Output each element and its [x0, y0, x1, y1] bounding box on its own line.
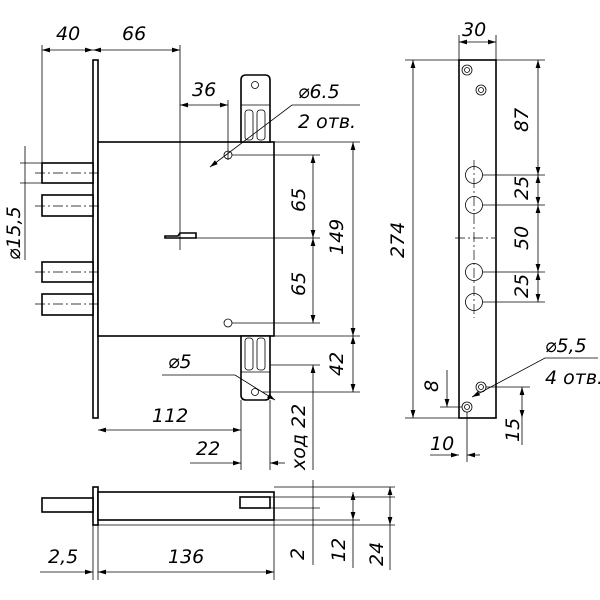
- side-hole-diameter: ⌀5,5: [545, 335, 587, 357]
- keyhole: [164, 232, 197, 239]
- bottom-view: 2,5 136 2 12 24: [40, 480, 395, 580]
- side-hole-count: 4 отв.: [545, 367, 600, 389]
- bolt-diameter: ⌀15,5: [3, 206, 25, 260]
- dim-40: 40: [56, 23, 80, 45]
- lock-body: [97, 141, 275, 337]
- hole-top-count: 2 отв.: [298, 111, 356, 133]
- hole-top-diameter: ⌀6.5: [298, 81, 340, 103]
- dim-50: 50: [511, 226, 533, 250]
- bottom-bolt: [41, 497, 94, 513]
- dim-22: 22: [196, 438, 220, 460]
- dim-10: 10: [430, 433, 454, 455]
- front-view: 40 66 36 ⌀6.5 2 отв. ⌀15,5 65 65 149 42 …: [3, 23, 360, 471]
- dim-149: 149: [326, 219, 348, 255]
- dim-274: 274: [387, 222, 409, 258]
- dim-87: 87: [511, 108, 533, 132]
- hole-bottom-diameter: ⌀5: [168, 351, 192, 373]
- top-strike: [240, 74, 271, 143]
- bottom-strike: [240, 335, 271, 401]
- dim-25-top: 25: [511, 176, 533, 200]
- dim-112: 112: [152, 405, 188, 427]
- dim-66: 66: [122, 23, 146, 45]
- dim-2: 2: [287, 548, 309, 560]
- dim-24: 24: [366, 542, 388, 566]
- dim-2-5: 2,5: [48, 546, 78, 568]
- bolts: [35, 162, 100, 316]
- side-plate: [458, 59, 497, 419]
- side-view: 30 274 87 25 50 25 ⌀5,5 4 отв. 8 10 15: [387, 19, 600, 462]
- bottom-slot: [239, 496, 271, 509]
- dim-8: 8: [421, 380, 443, 392]
- dim-25-bottom: 25: [511, 274, 533, 298]
- dim-42: 42: [326, 352, 348, 376]
- dim-stroke: ход 22: [288, 404, 310, 471]
- dim-36: 36: [192, 79, 216, 101]
- dim-65-upper: 65: [288, 188, 310, 212]
- dim-136: 136: [168, 546, 204, 568]
- dim-12: 12: [328, 538, 350, 562]
- dim-15: 15: [502, 418, 524, 442]
- dim-30: 30: [462, 19, 486, 41]
- dim-65-lower: 65: [288, 272, 310, 296]
